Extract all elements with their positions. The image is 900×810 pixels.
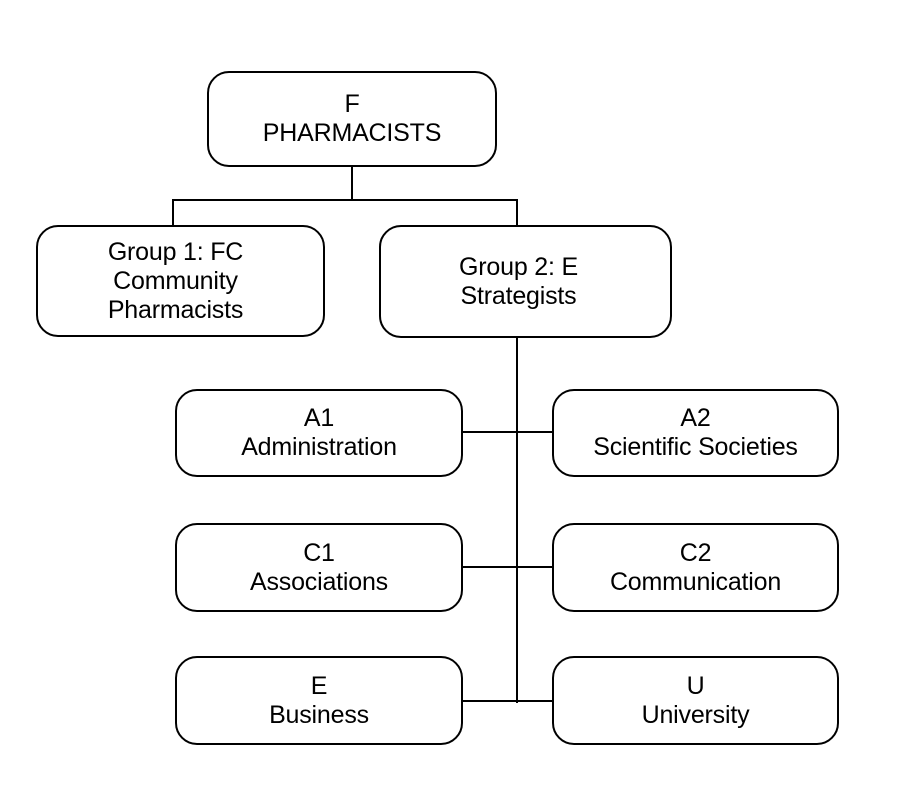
node-label-line1: A1	[303, 404, 335, 432]
connector-row-a1-a2	[461, 431, 554, 433]
node-label-line1: A2	[680, 404, 711, 432]
node-label-line1: Group 1: FC	[107, 237, 244, 266]
node-label: Group 1: FC Community Pharmacists	[107, 237, 244, 325]
node-label-line2: Associations	[250, 567, 388, 596]
node-label: A2 Scientific Societies	[593, 404, 798, 462]
node-label-line1: F	[344, 90, 360, 118]
org-node-c1-associations: C1 Associations	[175, 523, 463, 612]
node-label-line2: Administration	[241, 433, 397, 461]
org-node-c2-communication: C2 Communication	[552, 523, 839, 612]
org-node-group1-community-pharmacists: Group 1: FC Community Pharmacists	[36, 225, 325, 337]
node-label-line2: PHARMACISTS	[262, 119, 442, 147]
connector-row-c1-c2	[461, 566, 554, 568]
connector-root-split-bar	[172, 199, 518, 201]
org-node-a2-scientific-societies: A2 Scientific Societies	[552, 389, 839, 477]
org-node-e-business: E Business	[175, 656, 463, 745]
node-label-line1: E	[310, 671, 328, 700]
node-label-line2: Scientific Societies	[593, 433, 798, 461]
node-label-line1: C1	[303, 538, 335, 567]
org-node-a1-administration: A1 Administration	[175, 389, 463, 477]
node-label-line1: C2	[679, 538, 712, 567]
org-node-u-university: U University	[552, 656, 839, 745]
node-label-line1: Group 2: E	[459, 252, 578, 281]
node-label-line2: Business	[269, 700, 369, 729]
node-label: F PHARMACISTS	[262, 90, 442, 148]
node-label: Group 2: E Strategists	[459, 253, 578, 311]
node-label-line2: Community	[113, 266, 238, 295]
node-label-line2: Strategists	[460, 281, 577, 310]
org-node-group2-strategists: Group 2: E Strategists	[379, 225, 672, 338]
node-label-line3: Pharmacists	[107, 295, 244, 324]
node-label: C1 Associations	[250, 539, 388, 597]
connector-row-e-u	[461, 700, 554, 702]
node-label: E Business	[269, 672, 369, 730]
node-label: U University	[642, 672, 750, 730]
connector-drop-group2	[516, 199, 518, 227]
node-label: C2 Communication	[610, 539, 781, 597]
org-node-pharmacists: F PHARMACISTS	[207, 71, 497, 167]
node-label-line2: University	[641, 700, 750, 729]
connector-root-stem	[351, 165, 353, 201]
node-label-line1: U	[686, 671, 705, 700]
node-label: A1 Administration	[241, 404, 397, 462]
connector-group2-trunk	[516, 336, 518, 703]
connector-drop-group1	[172, 199, 174, 227]
node-label-line2: Communication	[609, 567, 782, 596]
